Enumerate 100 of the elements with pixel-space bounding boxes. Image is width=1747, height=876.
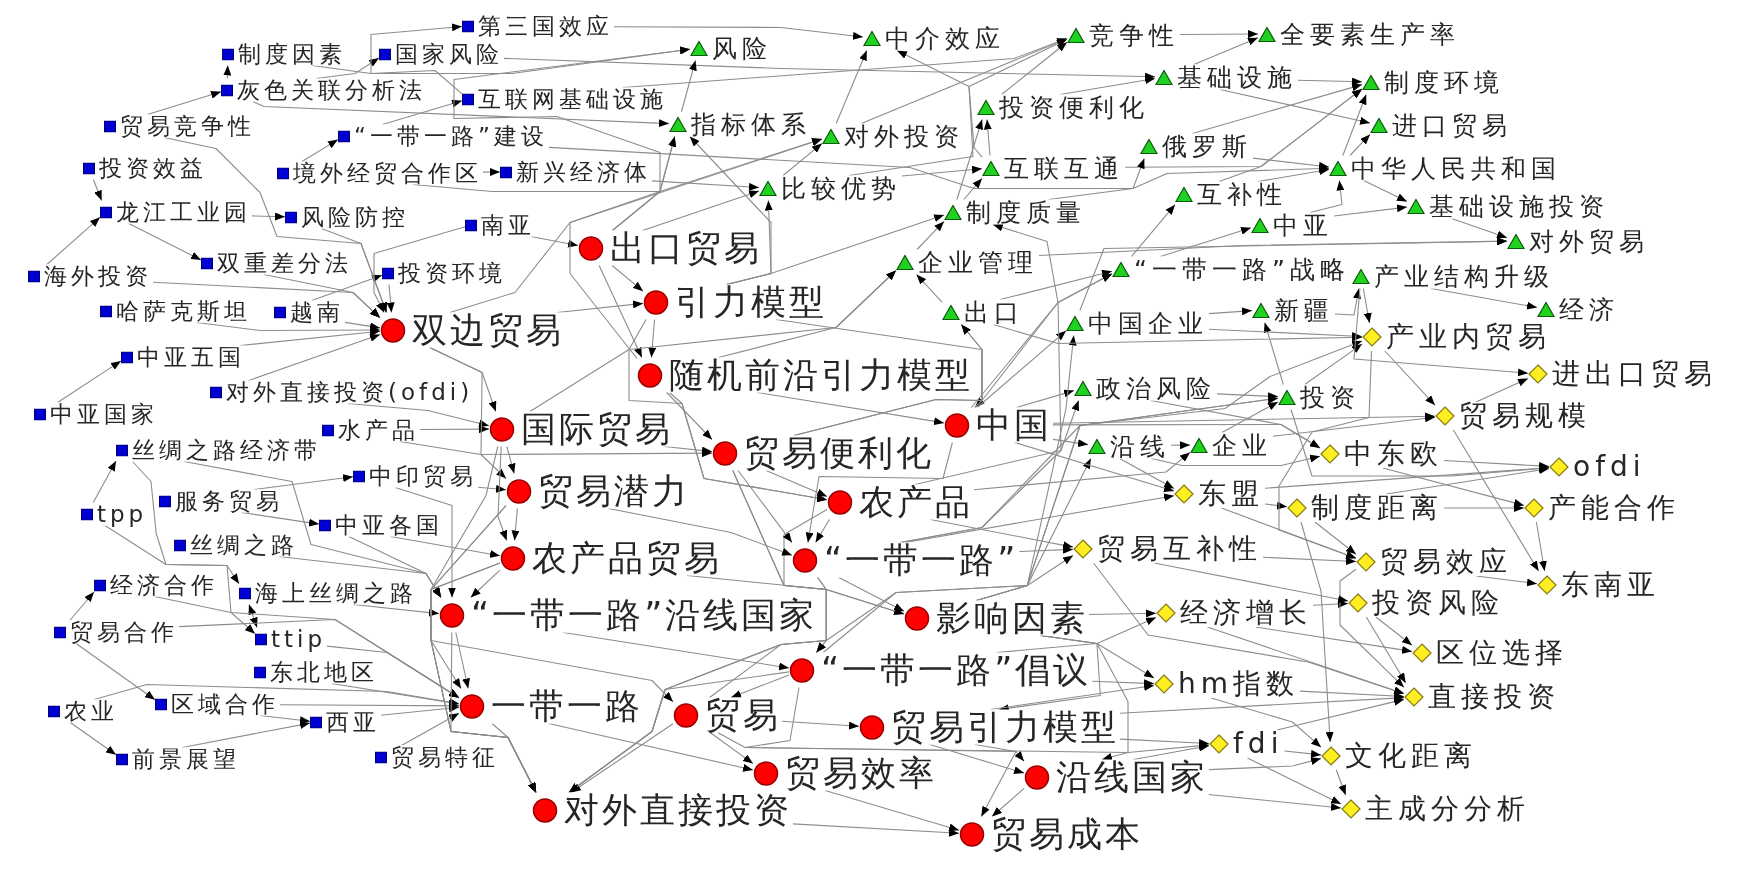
arrow bbox=[1246, 757, 1342, 805]
arrow bbox=[709, 731, 754, 765]
arrow bbox=[248, 334, 381, 382]
arrow bbox=[154, 595, 460, 699]
arrow bbox=[782, 142, 823, 177]
arrow bbox=[970, 273, 1113, 409]
arrow bbox=[482, 168, 501, 177]
arrow bbox=[916, 220, 945, 251]
keyword-label: 中国 bbox=[975, 407, 1053, 443]
arrow bbox=[419, 425, 490, 434]
arrow bbox=[1365, 616, 1407, 684]
arrow bbox=[648, 318, 657, 359]
arrow bbox=[251, 212, 286, 221]
arrow bbox=[373, 226, 466, 314]
arrow bbox=[92, 178, 103, 202]
arrow bbox=[901, 165, 983, 177]
arrow bbox=[983, 118, 992, 157]
keyword-label: “一带一路”建设 bbox=[353, 124, 549, 148]
arrow bbox=[976, 330, 1067, 409]
arrow bbox=[381, 99, 463, 126]
arrow bbox=[301, 139, 339, 163]
arrow bbox=[92, 460, 117, 504]
arrow bbox=[975, 554, 1074, 602]
arrow bbox=[430, 445, 537, 794]
arrow bbox=[1193, 37, 1259, 66]
arrow bbox=[248, 603, 258, 629]
arrow bbox=[730, 674, 790, 699]
keyword-label: 中国企业 bbox=[1087, 310, 1209, 336]
arrow bbox=[929, 743, 1025, 774]
arrow bbox=[1119, 738, 1210, 747]
arrow bbox=[956, 118, 983, 201]
arrow bbox=[717, 731, 1210, 754]
arrow bbox=[311, 274, 383, 302]
arrow bbox=[506, 445, 516, 475]
arrow bbox=[1312, 600, 1349, 608]
arrow bbox=[1475, 377, 1529, 403]
arrow bbox=[477, 484, 507, 493]
arrow bbox=[279, 701, 460, 710]
arrow bbox=[1385, 466, 1550, 495]
arrow bbox=[1443, 504, 1525, 512]
arrow bbox=[46, 216, 101, 266]
arrow bbox=[93, 683, 460, 707]
arrow bbox=[69, 721, 117, 756]
arrow bbox=[1342, 93, 1367, 157]
arrow bbox=[1130, 204, 1176, 258]
arrow bbox=[1309, 179, 1345, 214]
arrow bbox=[765, 469, 828, 498]
arrow bbox=[1208, 757, 1322, 771]
arrow bbox=[1362, 287, 1372, 324]
arrow bbox=[511, 507, 520, 542]
arrow bbox=[128, 222, 202, 261]
arrow bbox=[470, 569, 501, 599]
arrow bbox=[1093, 562, 1405, 695]
arrow bbox=[1299, 690, 1405, 700]
arrow bbox=[611, 264, 644, 292]
arrow bbox=[1297, 77, 1363, 86]
arrow bbox=[1052, 438, 1089, 448]
arrow bbox=[569, 138, 823, 360]
arrow bbox=[344, 321, 381, 331]
keyword-label: 中东欧 bbox=[1343, 440, 1444, 468]
arrow bbox=[1290, 408, 1550, 477]
arrow bbox=[1363, 179, 1408, 203]
arrow bbox=[1001, 41, 1068, 96]
arrow bbox=[1252, 157, 1330, 170]
arrow bbox=[999, 269, 1113, 301]
arrow bbox=[1375, 616, 1413, 646]
arrow bbox=[529, 269, 897, 413]
arrow bbox=[1221, 401, 1279, 434]
arrow bbox=[792, 823, 960, 837]
arrow bbox=[570, 723, 674, 794]
arrow bbox=[783, 508, 905, 615]
arrow bbox=[1335, 769, 1347, 796]
arrow bbox=[1333, 204, 1408, 217]
arrow bbox=[1451, 217, 1508, 239]
arrow bbox=[455, 631, 470, 690]
arrow bbox=[1384, 350, 1436, 406]
arrow bbox=[642, 190, 760, 232]
arrow bbox=[263, 273, 381, 319]
arrow bbox=[104, 524, 256, 635]
arrow bbox=[1272, 414, 1436, 437]
arrow bbox=[223, 64, 232, 80]
arrow bbox=[1052, 412, 1436, 424]
arrow bbox=[1276, 697, 1405, 731]
arrow bbox=[132, 460, 240, 585]
arrow bbox=[968, 38, 1068, 158]
arrow bbox=[503, 57, 1156, 81]
arrow bbox=[1208, 307, 1253, 316]
arrow bbox=[666, 391, 713, 441]
arrow bbox=[1349, 133, 1371, 157]
arrow bbox=[680, 59, 697, 113]
arrow bbox=[1210, 697, 1322, 748]
arrow bbox=[669, 391, 828, 503]
arrow bbox=[380, 704, 460, 716]
arrow bbox=[1262, 556, 1357, 566]
arrow bbox=[1191, 83, 1363, 135]
arrow bbox=[1079, 237, 1508, 312]
arrow bbox=[1014, 441, 1175, 492]
arrow bbox=[497, 445, 508, 542]
arrow bbox=[709, 457, 1092, 699]
arrow bbox=[1216, 392, 1279, 401]
